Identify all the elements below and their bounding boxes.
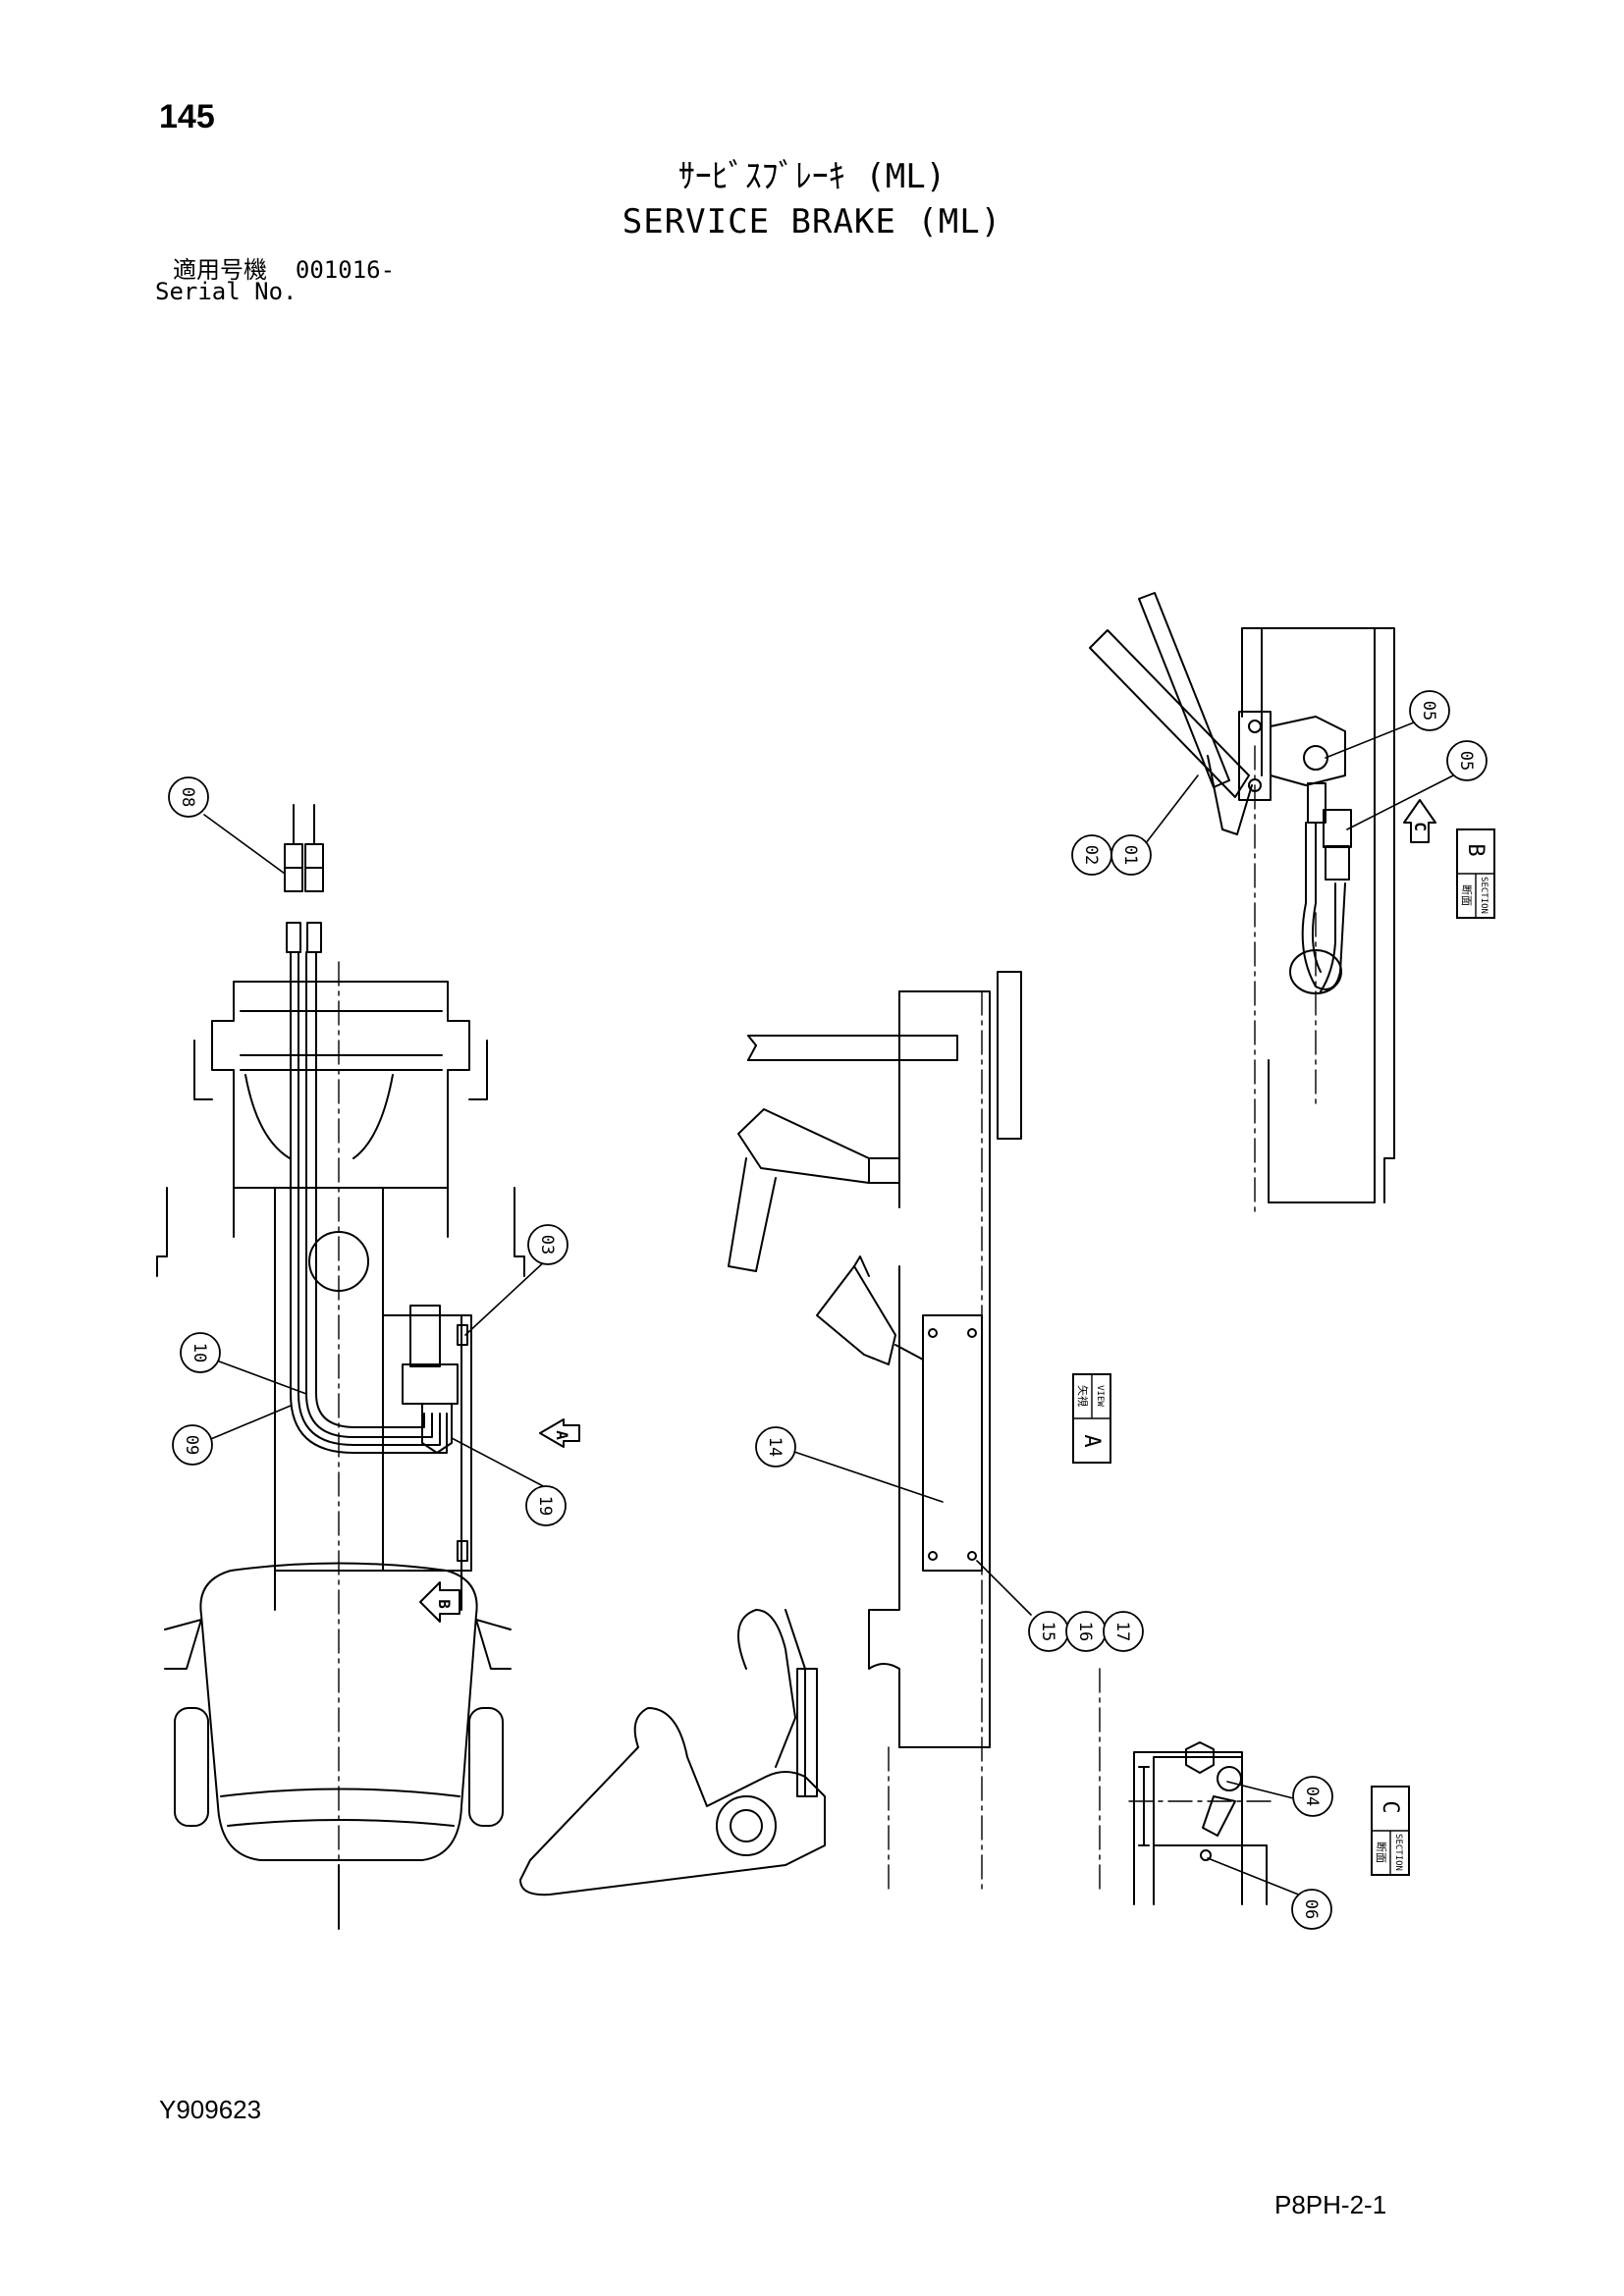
view-arrow-b-letter: B bbox=[435, 1599, 454, 1609]
callout-label-01: 01 bbox=[1120, 845, 1140, 865]
callout-label-16: 16 bbox=[1075, 1622, 1095, 1641]
section-c-caption: SECTION bbox=[1393, 1834, 1403, 1871]
view-arrow-b bbox=[419, 1581, 460, 1623]
page-number: 145 bbox=[159, 98, 215, 135]
page-title: SERVICE BRAKE (ML) bbox=[622, 202, 1002, 241]
view-a-caption: VIEW bbox=[1095, 1385, 1105, 1407]
callout-label-14: 14 bbox=[765, 1437, 785, 1457]
serial-applicability: 適用号機 001016- bbox=[173, 250, 395, 285]
section-b-kanji: 断面 bbox=[1460, 884, 1474, 906]
section-c-kanji: 断面 bbox=[1375, 1842, 1388, 1863]
callout-label-06: 06 bbox=[1301, 1899, 1321, 1919]
view-arrow-c-letter: C bbox=[1411, 822, 1430, 831]
serial-label: Serial No. bbox=[155, 278, 298, 305]
section-c-detail bbox=[1128, 1741, 1277, 1905]
callout-label-09: 09 bbox=[182, 1435, 201, 1455]
callout-label-19: 19 bbox=[535, 1496, 555, 1516]
callout-label-05-upper: 05 bbox=[1419, 701, 1438, 721]
view-arrow-c bbox=[1403, 799, 1436, 843]
view-a-letter: A bbox=[1079, 1434, 1104, 1447]
section-b-detail bbox=[1089, 592, 1395, 1218]
callout-label-05-lower: 05 bbox=[1456, 751, 1476, 771]
view-a-label-box: 矢視 VIEW A bbox=[1072, 1373, 1111, 1464]
view-arrow-a-letter: A bbox=[553, 1430, 571, 1440]
callout-label-08: 08 bbox=[178, 787, 197, 807]
chassis-side-view bbox=[519, 971, 1101, 1896]
section-c-letter: C bbox=[1378, 1800, 1402, 1813]
serial-label-japanese: 適用号機 bbox=[173, 256, 267, 284]
view-a-kanji: 矢視 bbox=[1076, 1385, 1090, 1407]
callout-label-15: 15 bbox=[1038, 1622, 1057, 1641]
view-arrow-a bbox=[539, 1418, 580, 1448]
page-title-japanese: ｻｰﾋﾞｽﾌﾞﾚｰｷ (ML) bbox=[677, 157, 947, 196]
chassis-top-view bbox=[156, 804, 525, 1930]
section-c-label-box: 断面 SECTION C bbox=[1371, 1786, 1410, 1876]
callout-label-17: 17 bbox=[1112, 1622, 1132, 1641]
callout-label-02: 02 bbox=[1081, 845, 1101, 865]
callout-label-04: 04 bbox=[1302, 1787, 1322, 1806]
serial-value: 001016- bbox=[295, 256, 396, 284]
section-b-label-box: 断面 SECTION B bbox=[1456, 828, 1495, 919]
callout-label-03: 03 bbox=[537, 1235, 557, 1255]
drawing-code: Y909623 bbox=[159, 2095, 262, 2124]
sheet-code: P8PH-2-1 bbox=[1274, 2190, 1387, 2219]
callout-label-10: 10 bbox=[189, 1343, 209, 1362]
section-b-caption: SECTION bbox=[1479, 877, 1489, 914]
section-b-letter: B bbox=[1463, 843, 1488, 856]
